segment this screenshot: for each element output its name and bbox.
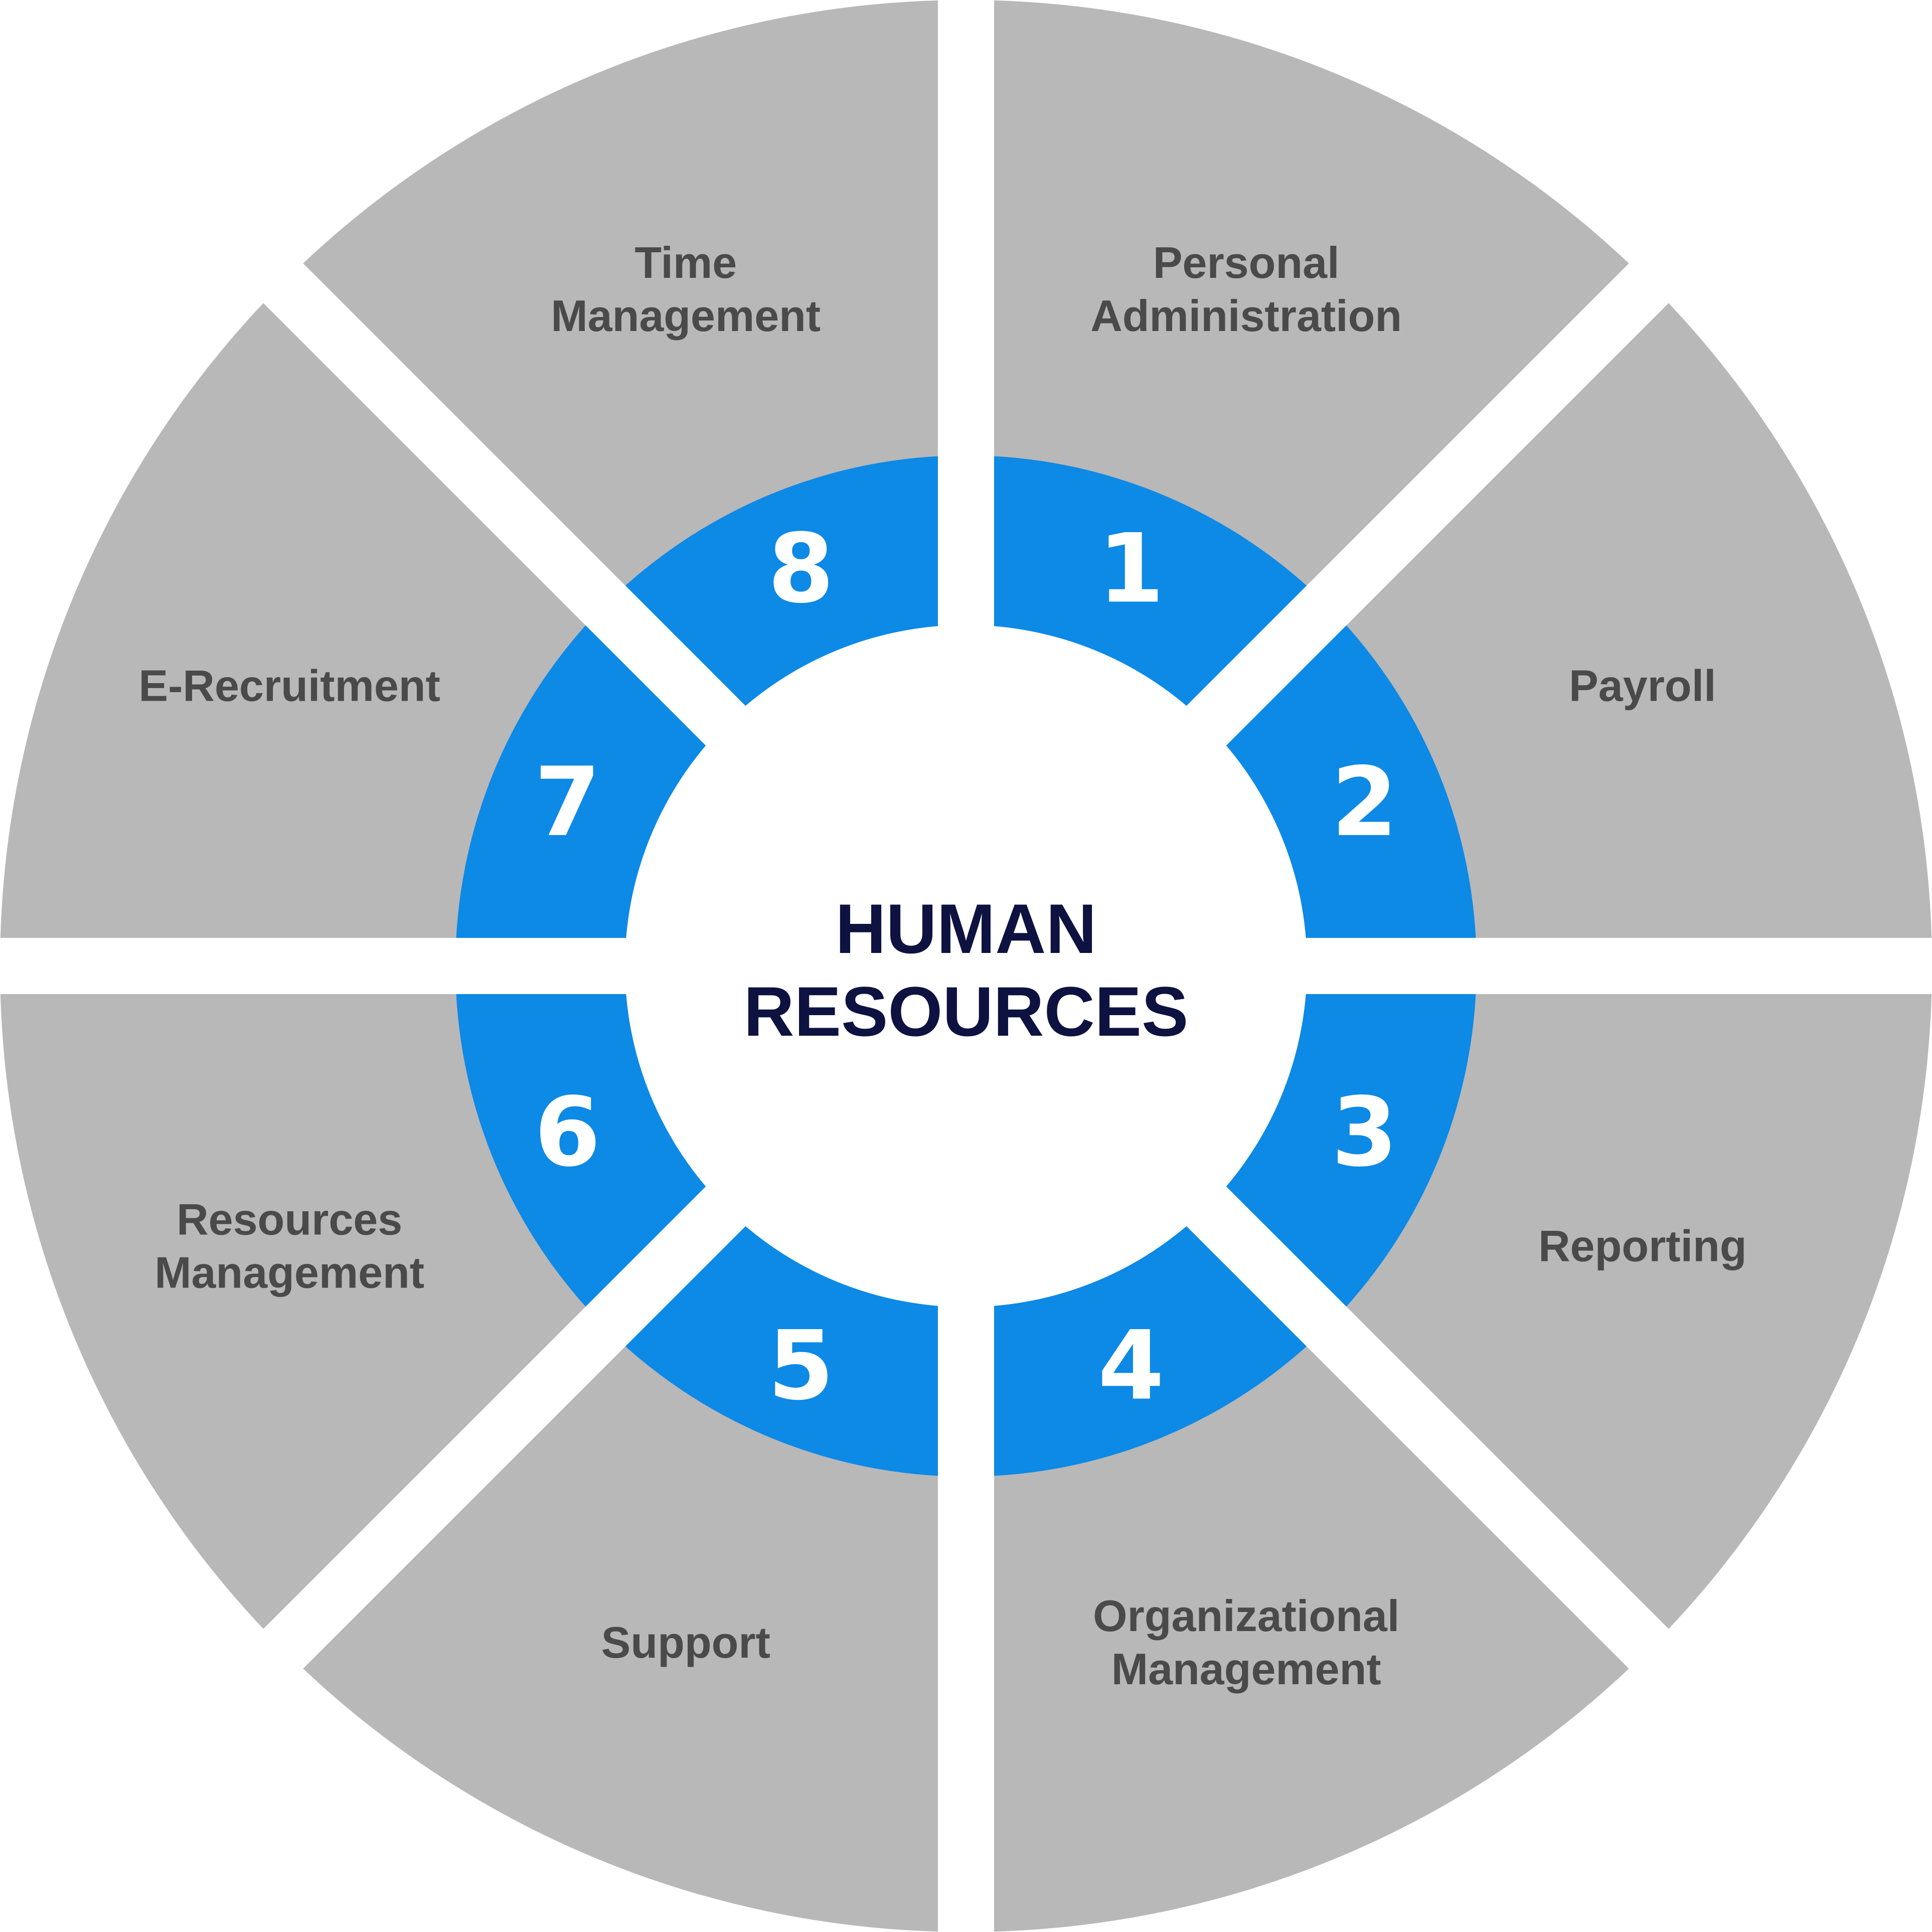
- segment-labels: PersonalAdministrationPayrollReportingOr…: [138, 238, 1746, 1694]
- segment-number-2: 2: [1331, 747, 1397, 858]
- segment-6-label-line-1: Resources: [177, 1195, 402, 1244]
- segment-3-label-line-1: Reporting: [1538, 1221, 1747, 1271]
- segment-number-7: 7: [534, 747, 600, 858]
- segment-number-5: 5: [768, 1311, 834, 1421]
- center-title-line-2: RESOURCES: [744, 972, 1189, 1051]
- segment-1-label-line-2: Administration: [1090, 291, 1402, 341]
- segment-4-label-line-1: Organizational: [1093, 1591, 1399, 1641]
- center-title-line-1: HUMAN: [835, 889, 1096, 968]
- segment-4-label-line-2: Management: [1111, 1644, 1381, 1694]
- segment-7-label-line-1: E-Recruitment: [138, 661, 440, 710]
- segment-6-label-line-2: Management: [154, 1248, 424, 1298]
- segment-number-8: 8: [768, 513, 834, 624]
- segment-8-label-line-2: Management: [551, 291, 821, 341]
- segment-number-3: 3: [1331, 1077, 1397, 1188]
- segment-8-label-line-1: Time: [634, 238, 737, 287]
- segment-number-1: 1: [1098, 513, 1164, 624]
- segment-number-4: 4: [1098, 1311, 1164, 1421]
- segment-numbers: 1 2 3 4 5 6 7 8: [534, 513, 1397, 1421]
- segment-1-label-line-1: Personal: [1153, 238, 1340, 287]
- segment-2-label-line-1: Payroll: [1569, 661, 1716, 710]
- segment-5-label-line-1: Support: [601, 1618, 770, 1667]
- center-disc: [625, 625, 1307, 1307]
- segment-number-6: 6: [534, 1077, 600, 1188]
